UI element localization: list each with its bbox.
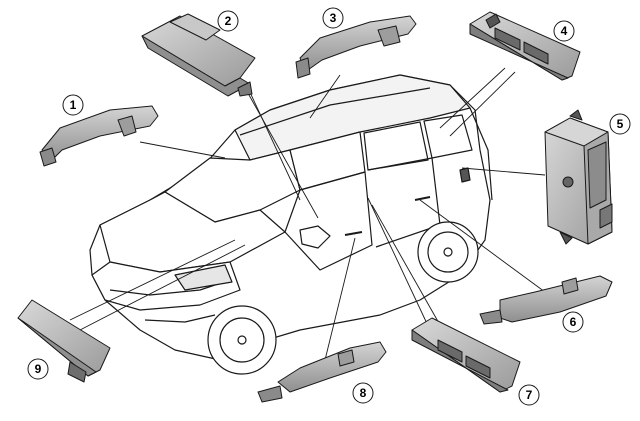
front-right-door-handle-part	[257, 341, 387, 403]
callout-6-number: 6	[570, 315, 577, 329]
callout-8-number: 8	[360, 386, 367, 400]
callout-1-number: 1	[70, 98, 77, 112]
callout-3: 3	[322, 7, 344, 29]
interior-antenna-part	[17, 299, 111, 383]
rear-right-door-handle-part	[479, 275, 613, 325]
callout-1: 1	[62, 94, 84, 116]
leader-lines	[69, 67, 546, 361]
door-control-module-part	[411, 317, 521, 393]
callout-4: 4	[553, 20, 575, 42]
front-door-handle-part	[39, 105, 159, 167]
callout-5: 5	[609, 113, 631, 135]
callout-2: 2	[217, 10, 239, 32]
callout-7-number: 7	[526, 388, 533, 402]
callout-4-number: 4	[561, 24, 568, 38]
rear-door-handle-part	[295, 15, 417, 79]
callout-9: 9	[27, 358, 49, 380]
callout-3-number: 3	[330, 11, 337, 25]
callout-9-number: 9	[35, 362, 42, 376]
callout-7: 7	[518, 384, 540, 406]
roof-antenna-module-part	[141, 13, 256, 97]
callout-8: 8	[352, 382, 374, 404]
keyless-control-module-part	[469, 11, 581, 81]
callout-badges: 1 2 3 4 5 6 7 8	[27, 7, 631, 406]
callout-6: 6	[562, 311, 584, 333]
callout-2-number: 2	[225, 14, 232, 28]
central-control-unit-part	[544, 109, 613, 245]
callout-5-number: 5	[617, 117, 624, 131]
